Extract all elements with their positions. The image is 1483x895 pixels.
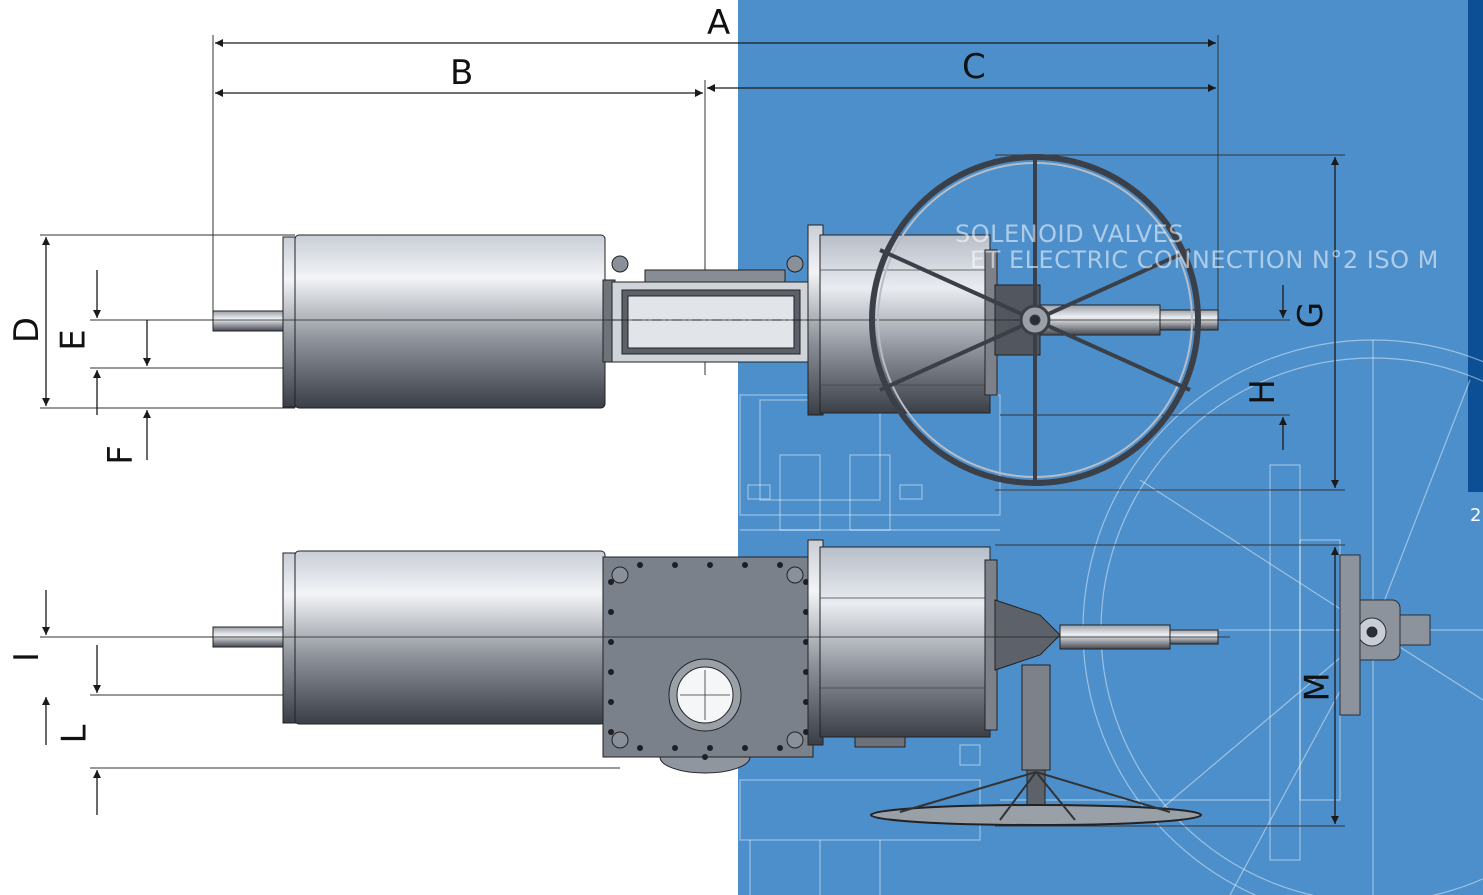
extension-lines (40, 35, 1345, 827)
actuator-top-view (212, 224, 1230, 416)
bp-text-line2: ET ELECTRIC CONNECTION N°2 ISO M (970, 246, 1439, 274)
side-accent-bar (1468, 0, 1483, 492)
dim-label-a: A (707, 3, 731, 43)
dim-label-b: B (450, 53, 474, 93)
handwheel-top (869, 154, 1201, 486)
dim-label-d: D (7, 316, 48, 344)
dim-label-g: G (1291, 301, 1332, 329)
dim-label-e: E (53, 329, 94, 351)
bp-text-line1: SOLENOID VALVES (955, 220, 1185, 248)
dim-label-m: M (1297, 672, 1338, 702)
dimension-lines (42, 39, 1339, 824)
gearbox-side (1339, 554, 1431, 716)
dim-label-l: L (54, 724, 95, 744)
page-number: 2 (1470, 505, 1482, 526)
actuator-front-view (212, 539, 1230, 826)
dim-label-f: F (100, 445, 141, 465)
dim-label-c: C (962, 47, 986, 87)
dim-label-h: H (1242, 379, 1283, 405)
dim-label-i: I (7, 651, 48, 663)
